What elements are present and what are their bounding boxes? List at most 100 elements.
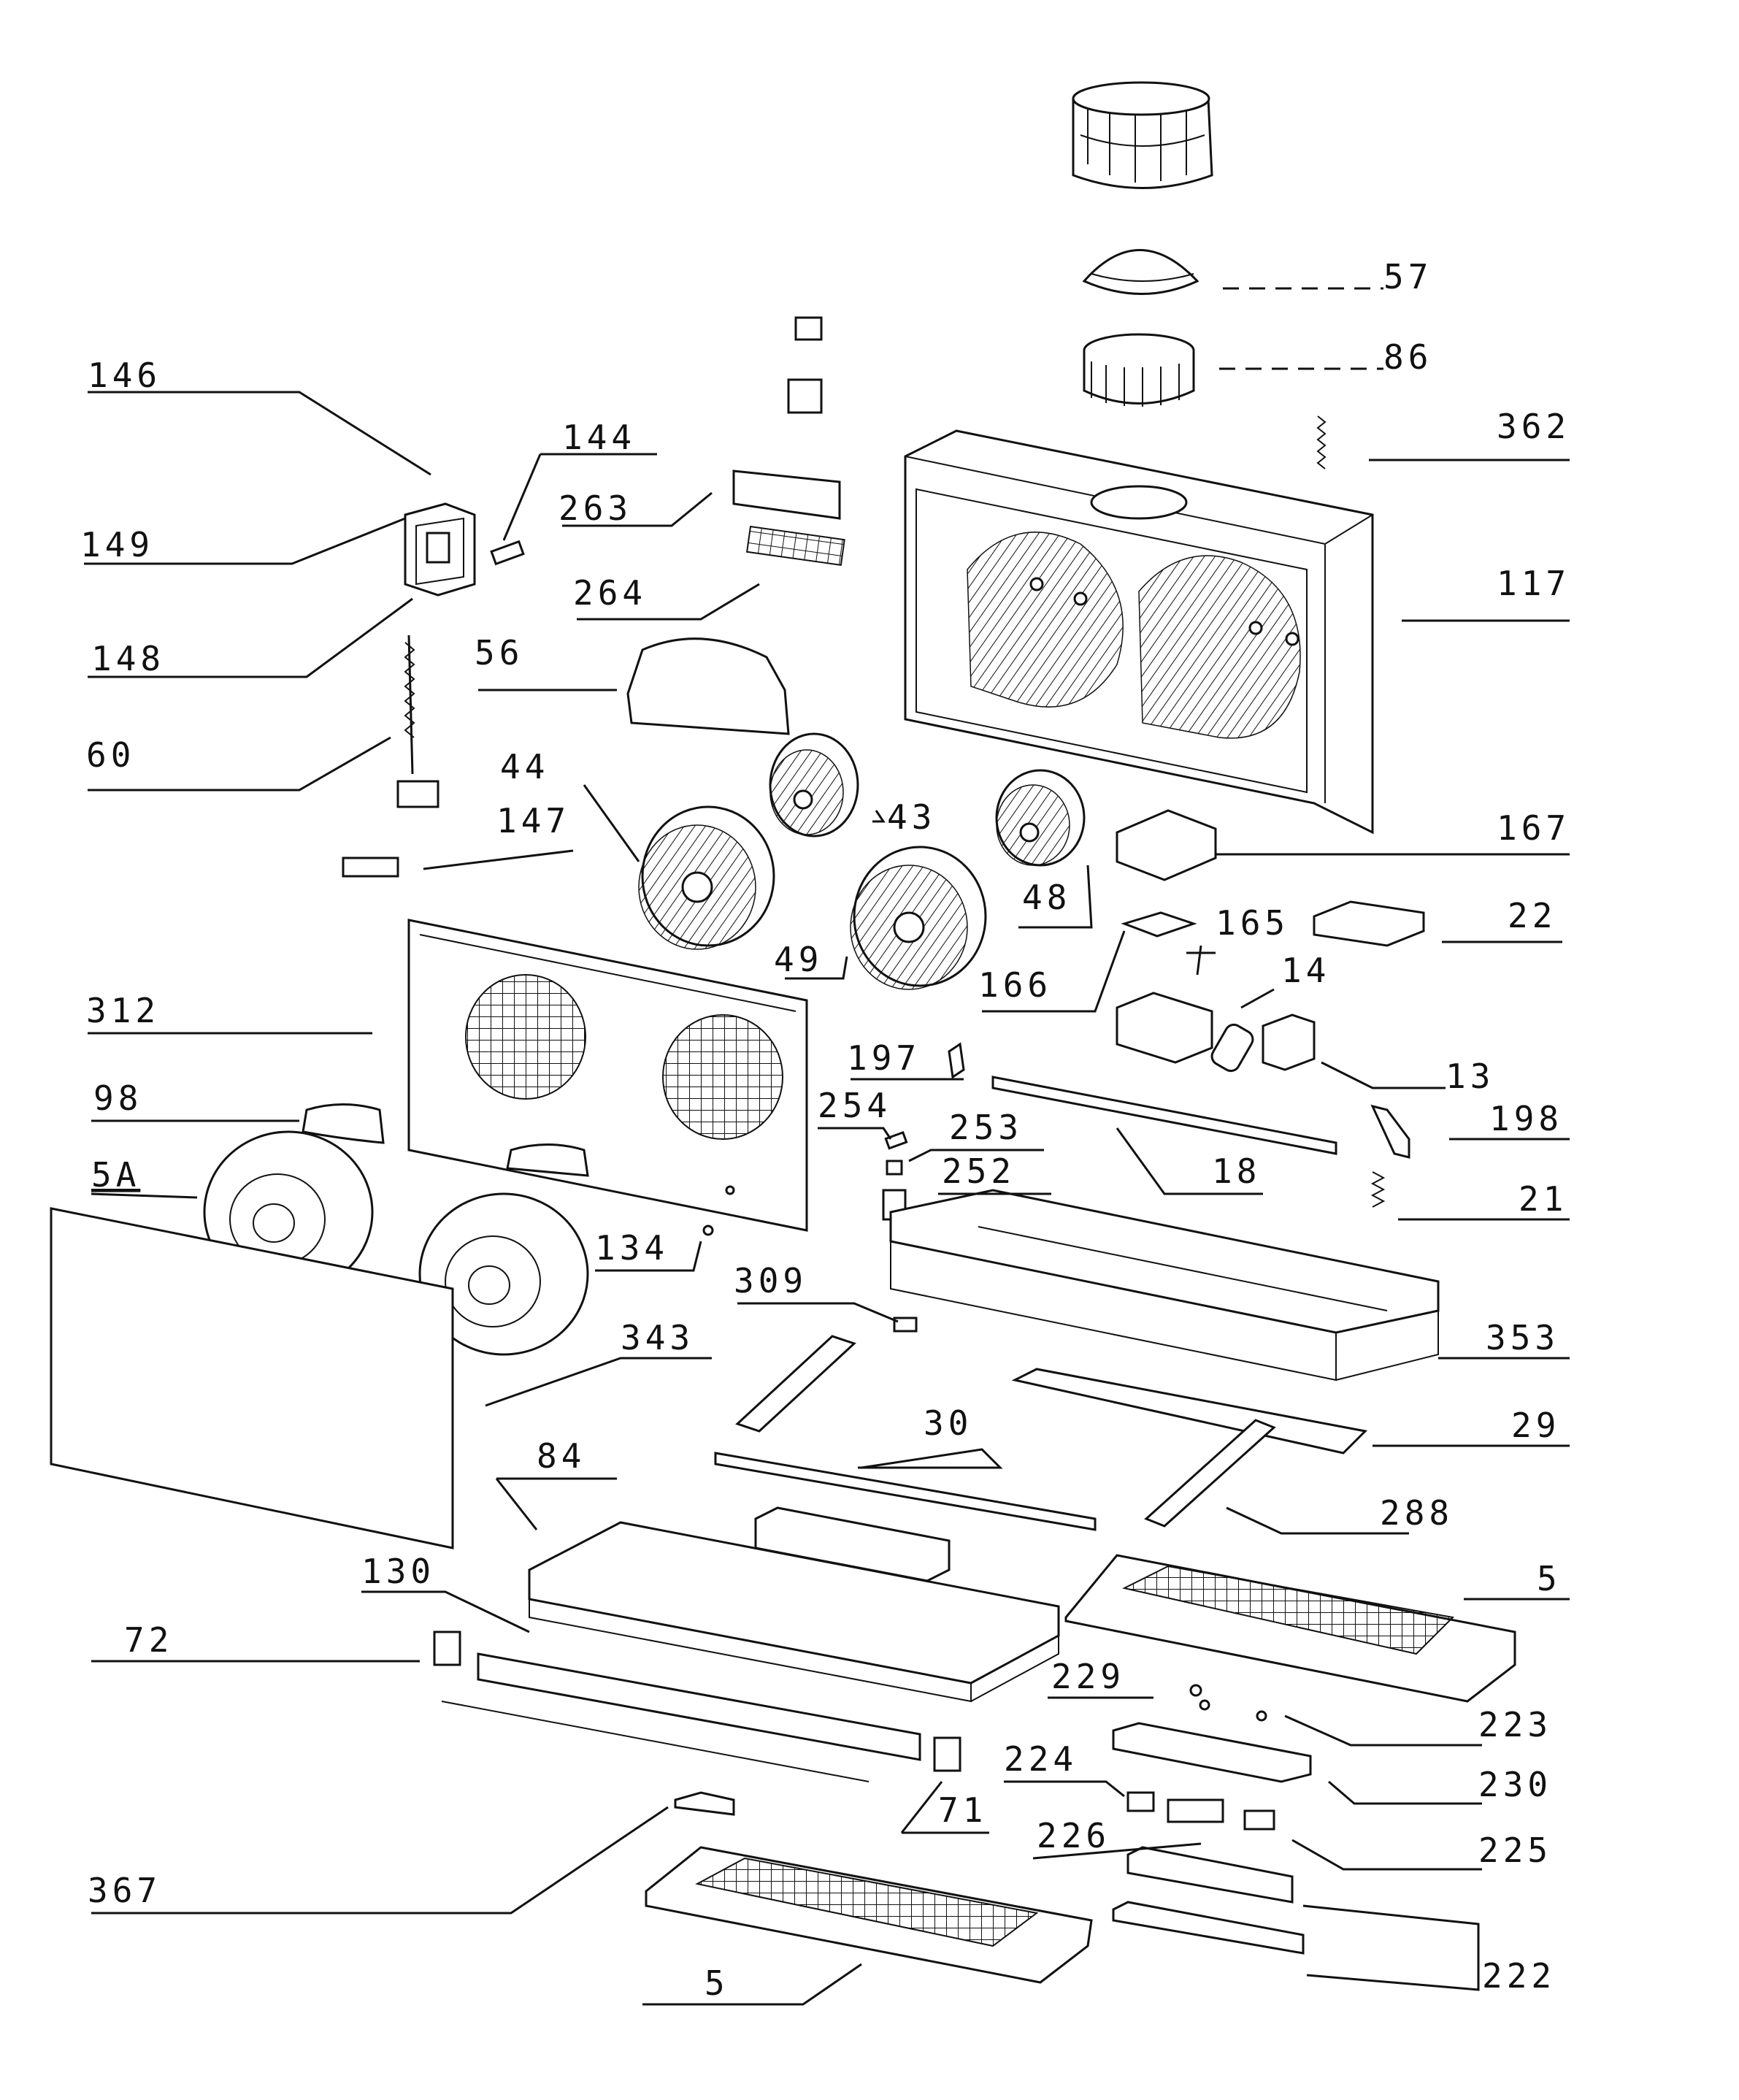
part-229 [1189,1684,1202,1697]
label-288: 288 [1380,1493,1454,1533]
part-225 [1243,1809,1275,1831]
label-18: 18 [1212,1151,1261,1191]
label-43: 43 [887,797,936,837]
label-56: 56 [475,633,523,672]
transformer-part-22 [1313,900,1425,947]
label-14: 14 [1281,951,1330,990]
part-222-lower [1112,1901,1305,1955]
label-30: 30 [924,1403,972,1443]
label-29: 29 [1511,1406,1560,1445]
lamp-tube-part-18 [991,1076,1337,1155]
switch-bracket-assembly [404,502,476,597]
hood-housing-part-117 [904,429,1374,835]
label-254: 254 [818,1086,891,1125]
blower-wheel-part-48 [995,769,1086,867]
part-223a [1199,1699,1210,1711]
part-224 [1126,1791,1155,1812]
board-part-166 [1121,911,1197,938]
label-166: 166 [978,965,1052,1005]
cup-small-top [794,316,823,341]
clip-part-367 [674,1791,735,1816]
label-148: 148 [91,639,165,678]
label-222: 222 [1482,1956,1556,1996]
cup-small-bottom [787,378,823,414]
duct-collar [1072,81,1213,189]
bracket-part-263 [732,470,841,520]
label-225: 225 [1478,1831,1552,1870]
label-71: 71 [938,1790,987,1830]
bracket-lower [506,1143,589,1177]
label-252: 252 [942,1151,1016,1191]
label-264: 264 [573,573,647,613]
label-22: 22 [1508,896,1556,935]
part-309 [893,1317,918,1333]
filter-frame-part-29 [1011,1368,1368,1455]
label-134: 134 [595,1228,669,1268]
label-13: 13 [1446,1057,1494,1096]
part-226 [1167,1798,1224,1823]
label-48: 48 [1022,878,1071,917]
control-box-part-167 [1116,809,1217,881]
lamp-part-14 [1210,1023,1254,1073]
label-44: 44 [500,747,549,786]
pin-part-144 [490,540,525,566]
label-146: 146 [88,356,161,395]
end-cap-left [433,1630,461,1666]
part-labels: 146 144 149 263 148 264 56 60 44 43 147 … [80,257,1570,2003]
label-263: 263 [558,488,632,528]
terminal-part-147 [342,857,399,878]
screw-part-134 [702,1225,714,1236]
label-198: 198 [1489,1099,1563,1138]
bar-part-72 [477,1652,921,1761]
label-343: 343 [621,1318,694,1357]
shroud-part-56 [626,637,790,735]
damper-part-57 [1082,249,1199,295]
part-230 [1112,1722,1312,1783]
rail-left [735,1335,856,1433]
label-253: 253 [949,1108,1023,1147]
bracket-part-198 [1370,1104,1410,1159]
label-197: 197 [847,1038,921,1078]
label-72: 72 [124,1620,173,1660]
label-117: 117 [1497,564,1570,603]
leader-lines [84,287,1570,2006]
label-312: 312 [86,991,160,1030]
label-98: 98 [93,1078,142,1118]
rod-part-60 [396,635,439,808]
frame-part-353 [889,1189,1440,1382]
label-230: 230 [1478,1765,1552,1804]
label-144: 144 [562,418,636,457]
side-panel-part-343 [50,1207,454,1549]
label-86: 86 [1383,337,1432,377]
label-21: 21 [1519,1179,1567,1219]
label-5-bottom: 5 [705,1963,729,2003]
label-167: 167 [1497,808,1570,848]
clip-part-197 [948,1042,965,1079]
blower-wheel-part-49 [850,846,987,990]
ring-part-86 [1083,333,1195,407]
lower-shell-part-84 [528,1521,1060,1703]
rail-part-30 [714,1452,1097,1531]
label-226: 226 [1037,1816,1110,1855]
label-362: 362 [1497,407,1570,446]
rail-part-288 [1144,1419,1276,1528]
label-147: 147 [496,801,570,840]
grease-filter-part-5-bottom [645,1846,1093,1984]
spring-part-21 [1370,1171,1386,1208]
part-254 [884,1131,908,1150]
label-57: 57 [1383,257,1432,296]
grease-filter-part-5-top [1064,1554,1516,1703]
strip-part-264 [745,525,845,567]
capacitor-part-13 [1262,1013,1316,1071]
bracket-part-98 [302,1103,385,1144]
blower-wheel-part-43 [769,732,859,838]
part-222-upper [1126,1846,1294,1904]
label-5-top: 5 [1537,1559,1562,1598]
label-130: 130 [361,1552,435,1591]
label-353: 353 [1486,1318,1559,1357]
label-367: 367 [88,1871,161,1910]
end-cap-part-71 [933,1736,961,1772]
label-84: 84 [537,1436,586,1476]
label-149: 149 [80,525,154,564]
